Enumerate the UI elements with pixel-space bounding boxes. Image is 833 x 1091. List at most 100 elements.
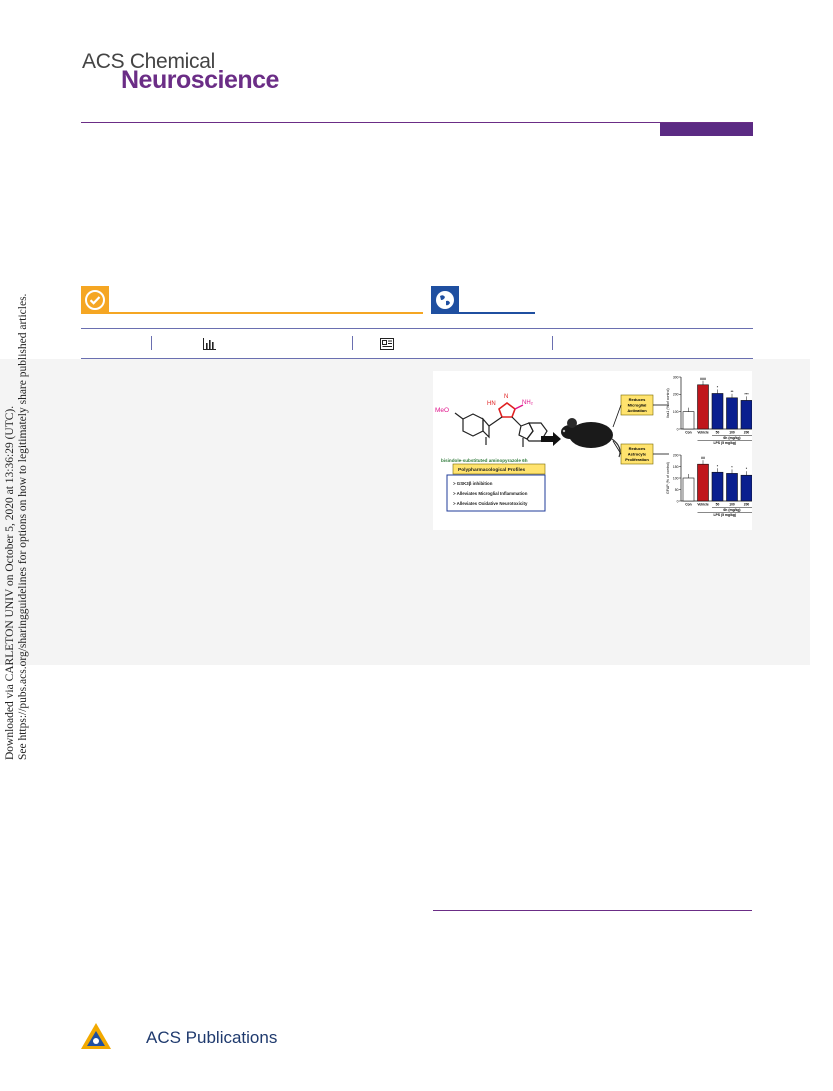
y-tick-label: 200 bbox=[673, 453, 679, 457]
metrics-separator bbox=[151, 336, 152, 350]
y-tick-label: 100 bbox=[673, 410, 679, 414]
metrics-top-rule bbox=[81, 328, 753, 329]
arrow-icon bbox=[541, 432, 561, 446]
x-tick-label: 200 bbox=[744, 503, 750, 507]
metrics-separator bbox=[352, 336, 353, 350]
bond bbox=[511, 416, 522, 427]
profile-item: > Alleviates Microglial Inflammation bbox=[453, 491, 528, 496]
toc-graphic: HN N NH₂ MeO bisindole-substituted amino… bbox=[433, 371, 756, 530]
right-benzene-ring bbox=[526, 422, 548, 442]
global-rule bbox=[431, 312, 535, 314]
y-tick-label: 50 bbox=[675, 488, 679, 492]
x-tick-label: 200 bbox=[744, 431, 750, 435]
effect-bottom-line: Astrocyte bbox=[628, 452, 647, 457]
n-label: N bbox=[504, 394, 508, 400]
x-tick-label: 100 bbox=[729, 503, 735, 507]
bar bbox=[682, 411, 695, 430]
effect-bottom-line: Reduces bbox=[629, 446, 646, 451]
y-tick-label: 100 bbox=[673, 476, 679, 480]
meo-label: MeO bbox=[435, 407, 449, 414]
profile-item: > Alleviates Oxidative Neurotoxicity bbox=[453, 501, 528, 506]
significance-label: ** bbox=[731, 390, 734, 394]
connector-line bbox=[612, 404, 622, 428]
connector-line bbox=[612, 440, 622, 455]
x-tick-label: Con bbox=[685, 431, 691, 435]
y-tick-label: 200 bbox=[673, 393, 679, 397]
bar bbox=[726, 397, 738, 430]
y-axis-label: GFAP (% of control) bbox=[666, 462, 670, 494]
footnote-rule bbox=[433, 910, 752, 911]
bar bbox=[711, 393, 724, 430]
bar bbox=[740, 474, 753, 502]
metrics-separator bbox=[552, 336, 553, 350]
download-notice-line2: See https://pubs.acs.org/sharingguidelin… bbox=[17, 293, 29, 760]
global-badge[interactable] bbox=[431, 286, 459, 314]
article-icon[interactable] bbox=[380, 338, 394, 350]
y-tick-label: 0 bbox=[677, 499, 679, 503]
right-pyrrole-ring bbox=[518, 422, 534, 440]
open-access-rule bbox=[81, 312, 423, 314]
globe-icon bbox=[436, 291, 454, 309]
y-axis-label: Iba1 (% of control) bbox=[666, 388, 670, 417]
bar bbox=[697, 384, 709, 430]
left-pyrrole-ring bbox=[482, 417, 490, 439]
left-benzene-ring bbox=[462, 413, 484, 437]
significance-label: *** bbox=[744, 392, 749, 396]
effect-top-line: Microglial bbox=[628, 403, 647, 408]
effect-top-line: Activation bbox=[627, 408, 647, 413]
mouse-icon bbox=[561, 418, 621, 458]
bond bbox=[488, 416, 503, 427]
profile-title: Polypharmacological Profiles bbox=[458, 467, 526, 473]
download-notice-line1: Downloaded via CARLETON UNIV on October … bbox=[4, 405, 16, 760]
bar bbox=[697, 463, 709, 502]
significance-label: * bbox=[731, 465, 733, 469]
amine-bond bbox=[514, 404, 524, 410]
significance-label: ### bbox=[700, 377, 706, 381]
y-tick-label: 0 bbox=[677, 427, 679, 431]
publisher-name: ACS Publications bbox=[146, 1028, 278, 1047]
hn-label: HN bbox=[487, 401, 496, 407]
y-tick-label: 300 bbox=[673, 375, 679, 379]
effect-bottom-line: Proliferation bbox=[625, 457, 649, 462]
acs-logo-icon bbox=[81, 1023, 111, 1049]
download-notice: Downloaded via CARLETON UNIV on October … bbox=[4, 293, 30, 760]
bar bbox=[711, 471, 724, 502]
toc-graphic-svg: HN N NH₂ MeO bisindole-substituted amino… bbox=[435, 375, 756, 517]
methoxy-bond bbox=[454, 412, 464, 420]
significance-label: * bbox=[746, 467, 748, 471]
compound-caption: bisindole-substituted aminopyrazole 6h bbox=[441, 458, 528, 463]
x-tick-label: 50 bbox=[716, 503, 720, 507]
profile-item: > GSK3β inhibition bbox=[453, 481, 493, 486]
effect-top-line: Reduces bbox=[629, 397, 646, 402]
header-rule bbox=[81, 122, 753, 123]
profile-list-box bbox=[446, 474, 546, 512]
amino-label: NH₂ bbox=[522, 400, 534, 406]
journal-name-line1: ACS Chemical bbox=[82, 50, 215, 73]
bar-chart-icon[interactable] bbox=[203, 338, 216, 350]
x-tick-label: Vehicle bbox=[697, 431, 709, 435]
significance-label: * bbox=[717, 464, 719, 468]
x-tick-label: Vehicle bbox=[697, 503, 709, 507]
lps-label: LPS (5 mg/kg) bbox=[713, 513, 736, 517]
journal-name-line2: Neuroscience bbox=[121, 66, 279, 94]
check-circle-icon bbox=[85, 290, 105, 310]
pyrazole-ring bbox=[498, 402, 516, 418]
y-tick-label: 150 bbox=[673, 465, 679, 469]
profile-title-box bbox=[452, 463, 546, 475]
metrics-bottom-rule bbox=[81, 358, 753, 359]
bar bbox=[740, 400, 753, 430]
bar bbox=[682, 477, 695, 502]
bar bbox=[726, 473, 738, 502]
significance-label: ## bbox=[701, 456, 705, 460]
lps-label: LPS (5 mg/kg) bbox=[713, 441, 736, 445]
open-access-badge[interactable] bbox=[81, 286, 109, 314]
dose-label: 6h (mg/kg) bbox=[723, 508, 740, 512]
x-tick-label: Con bbox=[685, 503, 691, 507]
x-tick-label: 100 bbox=[729, 431, 735, 435]
significance-label: * bbox=[717, 385, 719, 389]
x-tick-label: 50 bbox=[716, 431, 720, 435]
dose-label: 6h (mg/kg) bbox=[723, 436, 740, 440]
article-type-tab bbox=[660, 123, 753, 136]
